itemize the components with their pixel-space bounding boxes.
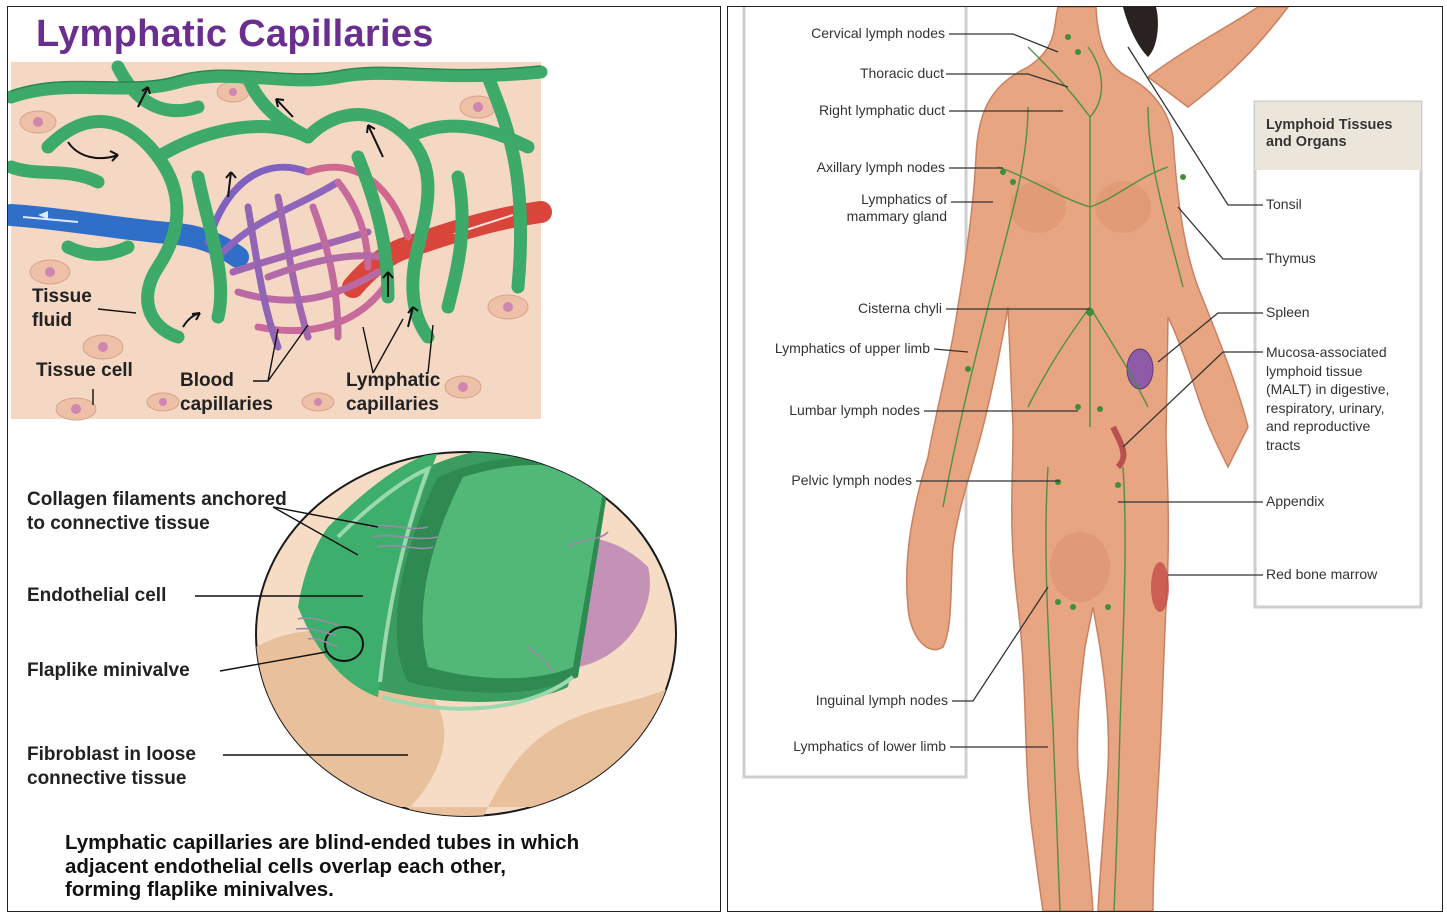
box-title-line1: Lymphoid Tissues (1266, 117, 1393, 134)
malt-label-line6: tracts (1266, 436, 1389, 455)
tonsil-label: Tonsil (1266, 196, 1302, 213)
appendix-label: Appendix (1266, 493, 1324, 510)
spleen-label: Spleen (1266, 304, 1310, 321)
mammary-label-line2: mammary gland (847, 208, 947, 225)
collagen-filaments-label-line1: Collagen filaments anchored (27, 488, 287, 512)
blood-capillaries-label-line2: capillaries (180, 393, 273, 417)
blood-capillaries-label: Blood capillaries (180, 369, 273, 417)
lymphatic-system-panel: Cervical lymph nodes Thoracic duct Right… (727, 6, 1443, 912)
lymphatics-of-upper-limb-label: Lymphatics of upper limb (775, 340, 930, 357)
tissue-fluid-label: Tissue fluid (32, 285, 92, 333)
malt-label-line5: and reproductive (1266, 417, 1389, 436)
red-bone-marrow (1151, 562, 1169, 612)
minivalve-detail-circle (256, 447, 688, 827)
lymphatics-of-mammary-gland-label: Lymphatics of mammary gland (847, 191, 947, 225)
cervical-lymph-nodes-label: Cervical lymph nodes (811, 25, 945, 42)
lymphatic-capillaries-label: Lymphatic capillaries (346, 369, 440, 417)
caption-line2: adjacent endothelial cells overlap each … (65, 855, 715, 879)
tissue-fluid-label-line2: fluid (32, 309, 92, 333)
box-title-line2: and Organs (1266, 134, 1393, 151)
caption-line1: Lymphatic capillaries are blind-ended tu… (65, 831, 715, 855)
hair (1123, 7, 1158, 57)
malt-label-line3: (MALT) in digestive, (1266, 380, 1389, 399)
fibroblast-label: Fibroblast in loose connective tissue (27, 743, 196, 791)
malt-label-line2: lymphoid tissue (1266, 362, 1389, 381)
diagram-caption: Lymphatic capillaries are blind-ended tu… (65, 831, 715, 902)
malt-label-line1: Mucosa-associated (1266, 343, 1389, 362)
right-lymphatic-duct-label: Right lymphatic duct (819, 102, 945, 119)
lymphatic-capillaries-label-line2: capillaries (346, 393, 440, 417)
malt-label: Mucosa-associated lymphoid tissue (MALT)… (1266, 343, 1389, 454)
blood-capillaries-label-line1: Blood (180, 369, 273, 393)
lymphatic-capillaries-panel: Lymphatic Capillaries (7, 6, 721, 912)
thoracic-duct-label: Thoracic duct (860, 65, 944, 82)
spleen (1127, 349, 1153, 389)
tissue-fluid-label-line1: Tissue (32, 285, 92, 309)
left-label-backdrop (744, 7, 966, 777)
pelvic-lymph-nodes-label: Pelvic lymph nodes (791, 472, 912, 489)
tissue-cell-label: Tissue cell (36, 359, 133, 383)
caption-line3: forming flaplike minivalves. (65, 878, 715, 902)
cisterna-chyli-label: Cisterna chyli (858, 300, 942, 317)
fibroblast-label-line1: Fibroblast in loose (27, 743, 196, 767)
thymus-label: Thymus (1266, 250, 1316, 267)
inguinal-lymph-nodes-label: Inguinal lymph nodes (816, 692, 948, 709)
collagen-filaments-label: Collagen filaments anchored to connectiv… (27, 488, 287, 536)
lymphatic-capillaries-label-line1: Lymphatic (346, 369, 440, 393)
axillary-lymph-nodes-label: Axillary lymph nodes (817, 159, 945, 176)
endothelial-cell-label: Endothelial cell (27, 584, 166, 608)
flaplike-minivalve-label: Flaplike minivalve (27, 659, 190, 683)
lymphoid-tissues-box-title: Lymphoid Tissues and Organs (1266, 117, 1393, 151)
fibroblast-label-line2: connective tissue (27, 767, 196, 791)
malt-label-line4: respiratory, urinary, (1266, 399, 1389, 418)
lumbar-lymph-nodes-label: Lumbar lymph nodes (789, 402, 920, 419)
lymphatics-of-lower-limb-label: Lymphatics of lower limb (793, 738, 946, 755)
mammary-label-line1: Lymphatics of (847, 191, 947, 208)
red-bone-marrow-label: Red bone marrow (1266, 566, 1377, 583)
collagen-filaments-label-line2: to connective tissue (27, 512, 287, 536)
